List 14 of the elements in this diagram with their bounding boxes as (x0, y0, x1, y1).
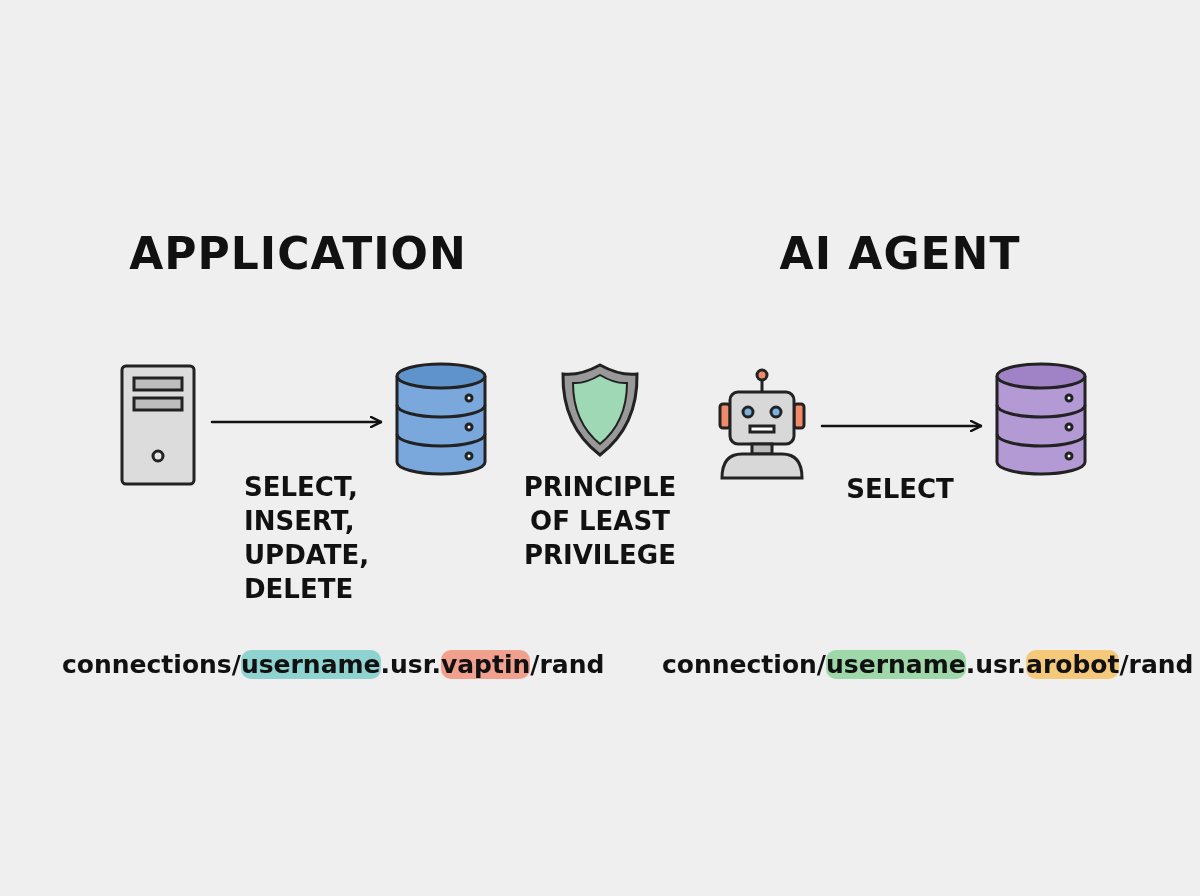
server-icon (118, 362, 198, 488)
arrow (210, 415, 383, 429)
database-icon (393, 362, 489, 476)
connection-string: connection/username.usr.arobot/rand (662, 650, 1194, 679)
heading: AI AGENT (779, 228, 1021, 279)
heading: APPLICATION (129, 228, 467, 279)
shield-icon (560, 362, 640, 458)
edge-label: SELECT (845, 473, 955, 506)
connection-string: connections/username.usr.vaptin/rand (62, 650, 605, 679)
database-icon (993, 362, 1085, 476)
robot-icon (716, 366, 808, 480)
edge-label: SELECT, INSERT, UPDATE, DELETE (244, 471, 371, 606)
arrow (820, 419, 983, 433)
shield-caption: PRINCIPLE OF LEAST PRIVILEGE (522, 471, 678, 572)
